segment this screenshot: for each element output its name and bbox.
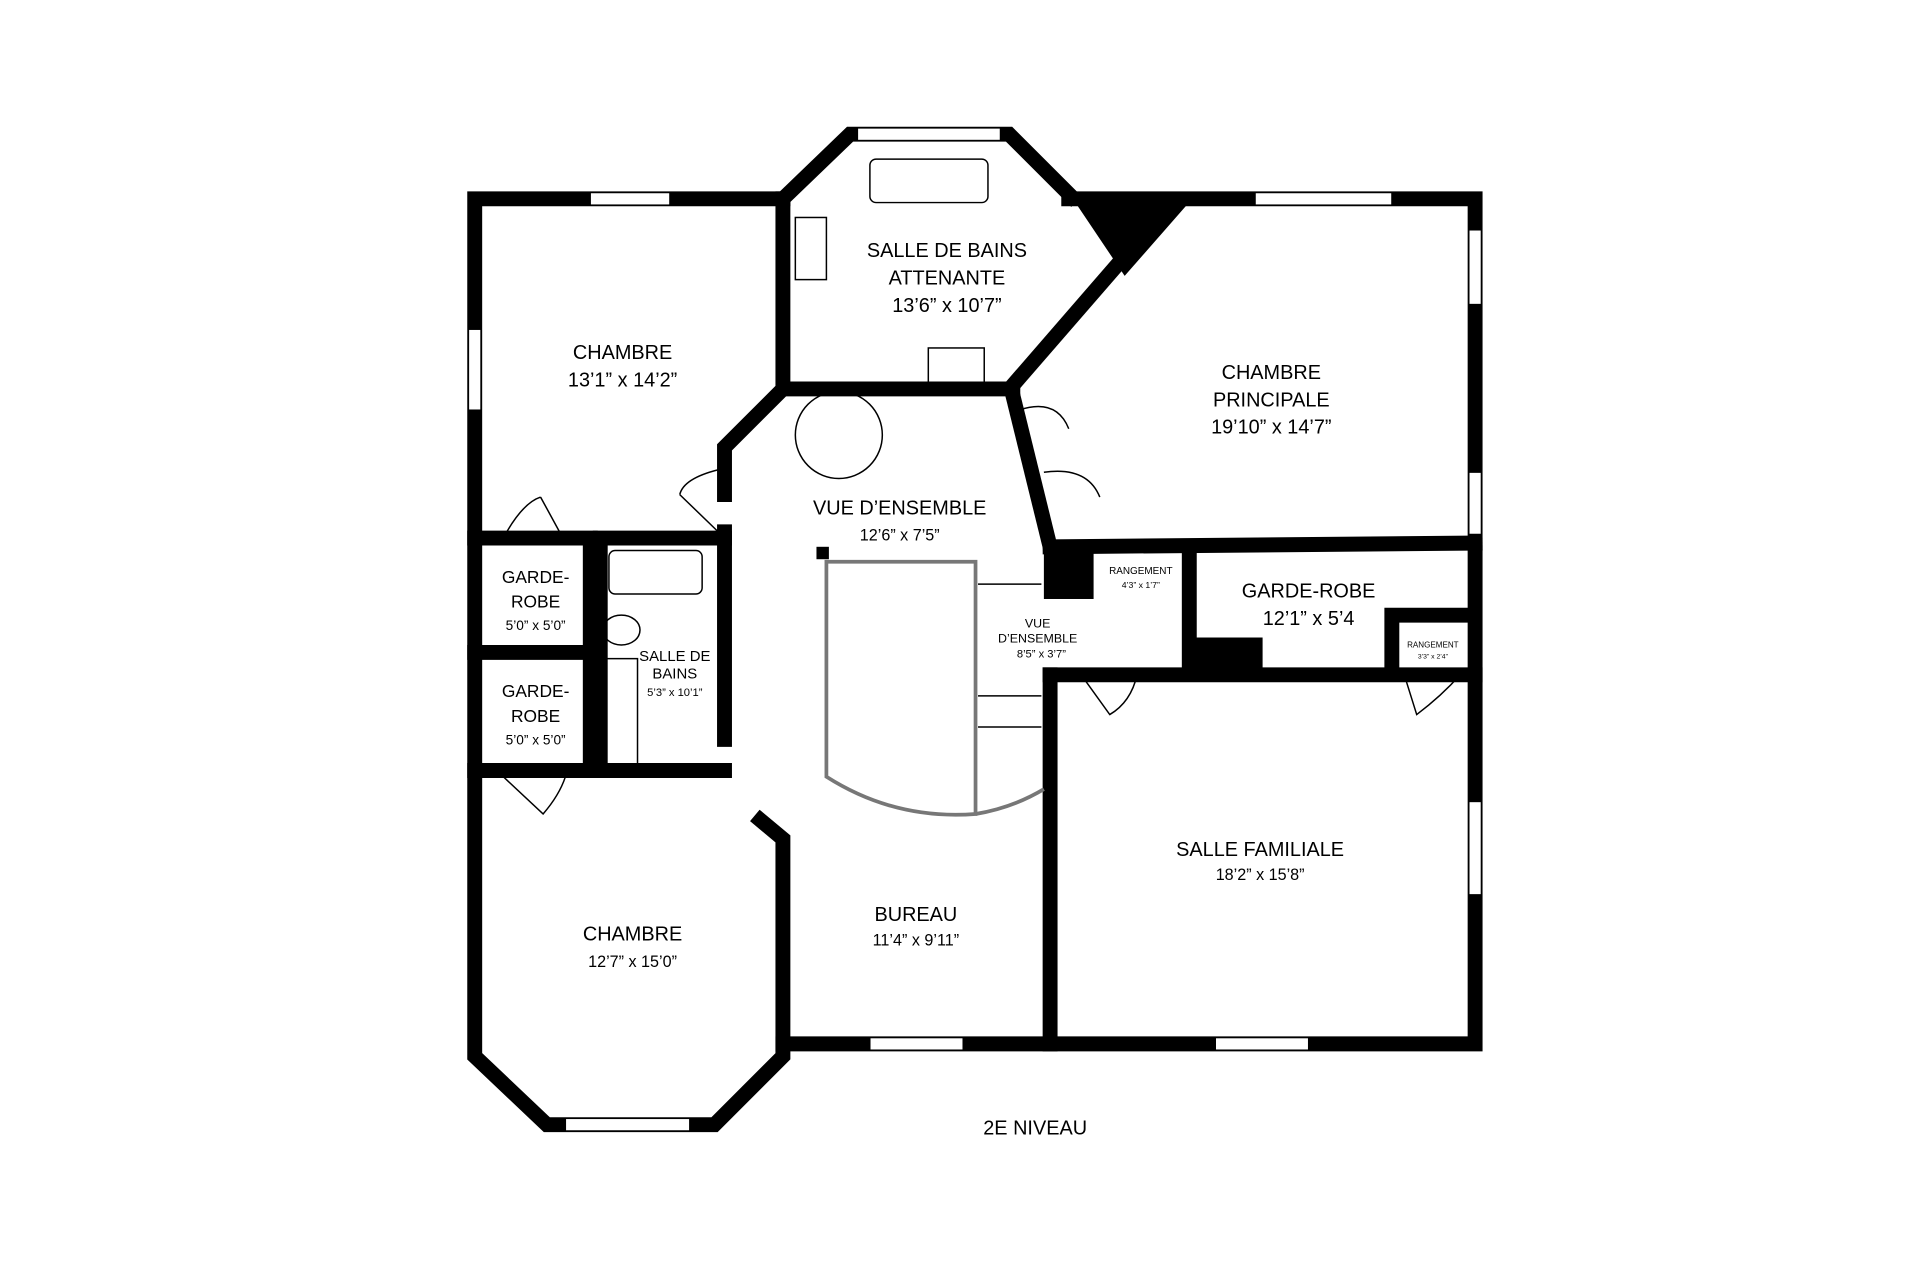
room-name: BAINS: [652, 667, 697, 683]
room-dims: 4’3” x 1’7”: [1122, 580, 1160, 590]
room-name: CHAMBRE: [583, 924, 682, 946]
room-name: SALLE DE BAINS: [867, 240, 1027, 262]
room-name: VUE D’ENSEMBLE: [813, 497, 986, 519]
room-name: ATTENANTE: [889, 268, 1006, 290]
room-name: PRINCIPALE: [1213, 389, 1330, 411]
room-dims: 8’5” x 3’7”: [1017, 648, 1066, 660]
room-name: BUREAU: [874, 904, 957, 926]
room-name: GARDE-: [502, 567, 570, 587]
room-dims: 19’10” x 14’7”: [1211, 417, 1331, 439]
room-name: SALLE DE: [639, 649, 710, 665]
room-dims: 5’0” x 5’0”: [506, 732, 566, 747]
room-name: ROBE: [511, 592, 560, 612]
room-dims: 12’6” x 7’5”: [860, 527, 940, 545]
room-dims: 12’7” x 15’0”: [588, 953, 677, 971]
room-dims: 5’0” x 5’0”: [506, 618, 566, 633]
windows: [467, 127, 1482, 1132]
room-name: CHAMBRE: [1222, 362, 1321, 384]
room-dims: 3’3” x 2’4”: [1418, 654, 1449, 661]
room-name: SALLE FAMILIALE: [1176, 839, 1344, 861]
walls: [467, 126, 1483, 1133]
room-name: VUE: [1025, 617, 1051, 631]
floor-label: 2E NIVEAU: [983, 1118, 1087, 1140]
room-name: RANGEMENT: [1109, 566, 1173, 577]
room-dims: 5’3” x 10’1”: [647, 687, 703, 699]
room-dims: 12’1” x 5’4: [1263, 608, 1355, 630]
room-name: GARDE-ROBE: [1242, 581, 1376, 603]
room-dims: 13’6” x 10’7”: [892, 295, 1001, 317]
room-name: RANGEMENT: [1407, 640, 1459, 649]
room-name: D’ENSEMBLE: [998, 631, 1077, 645]
room-dims: 11’4” x 9’11”: [873, 932, 959, 950]
room-dims: 18’2” x 15’8”: [1216, 866, 1305, 884]
fixtures: [502, 158, 1461, 817]
room-labels: SALLE DE BAINS ATTENANTE 13’6” x 10’7” C…: [502, 240, 1459, 1139]
room-name: GARDE-: [502, 681, 570, 701]
room-name: ROBE: [511, 706, 560, 726]
room-name: CHAMBRE: [573, 342, 672, 364]
room-dims: 13’1” x 14’2”: [568, 369, 677, 391]
